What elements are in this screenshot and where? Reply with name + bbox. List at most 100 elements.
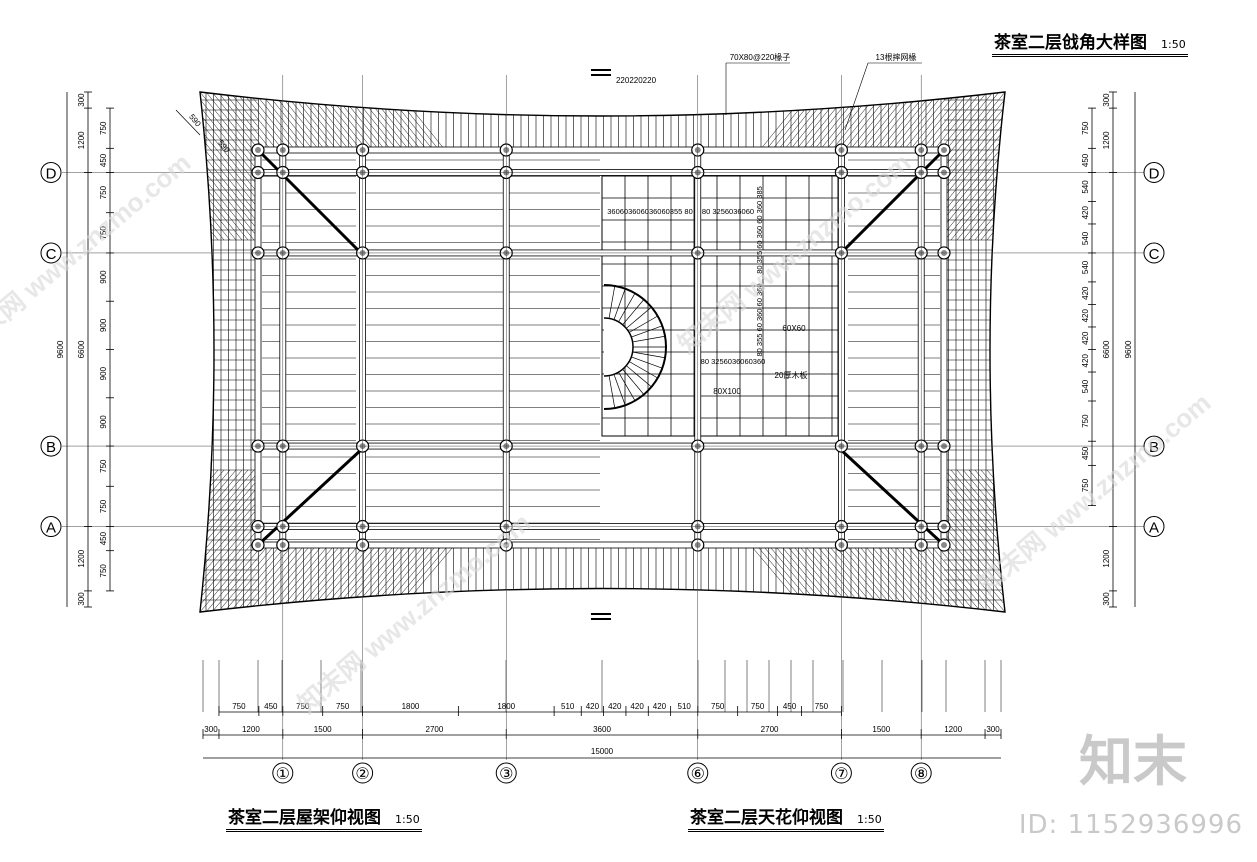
corner-rafter (968, 469, 1005, 612)
beam-vertical (254, 149, 262, 546)
dim-bottom-detail-label: 420 (586, 702, 600, 711)
title-text: 茶室二层天花仰视图 (690, 808, 843, 828)
dim-left-detail-label: 900 (99, 318, 108, 332)
caisson-rib (632, 335, 666, 343)
dim-bottom-detail-label: 420 (653, 702, 667, 711)
ceiling-grid-panel (601, 175, 839, 437)
dim-right-mid-label: 1200 (1102, 131, 1111, 149)
corner-rafter (932, 92, 1005, 241)
corner-rafter (200, 469, 219, 612)
corner-dim-line (175, 109, 201, 136)
dim-left-detail-label: 750 (99, 121, 108, 135)
caisson-rib (613, 374, 626, 406)
axis-label-5: ⑧ (914, 766, 928, 783)
column-core (941, 542, 947, 548)
corner-rafter (200, 469, 255, 612)
caisson-rib (625, 306, 652, 329)
dim-bottom-detail-label: 450 (264, 702, 278, 711)
axis-bubble (687, 762, 709, 784)
title-scale: 1:50 (857, 813, 882, 826)
dim-bottom-mid-label: 300 (986, 725, 1000, 734)
column-core (255, 542, 261, 548)
dim-bottom-mid-label: 300 (204, 725, 218, 734)
dim-left-detail-label: 750 (99, 499, 108, 513)
corner-rafter (200, 92, 273, 241)
dim-left-mid-label: 300 (77, 93, 86, 107)
axis-bubble (1143, 161, 1165, 183)
dim-left-mid-label: 6600 (77, 340, 86, 358)
corner-rafter (1004, 92, 1005, 241)
corner-rafter (962, 469, 1005, 612)
dim-right-mid-label: 300 (1102, 93, 1111, 107)
rafter-label: 70X80@220椽子 (730, 52, 791, 62)
dim-bottom-mid-label: 1500 (314, 725, 332, 734)
title-text: 茶室二层屋架仰视图 (228, 808, 381, 828)
caisson-rib (631, 356, 663, 369)
axis-label-0: ① (276, 766, 290, 783)
axis-label-B: B (46, 439, 56, 456)
dim-right-mid-label: 6600 (1102, 340, 1111, 358)
dim-left-detail-label: 900 (99, 270, 108, 284)
axis-bubble (40, 242, 62, 264)
dim-right-mid-label: 1200 (1102, 549, 1111, 567)
axis-bubble (830, 762, 852, 784)
dim-right-detail-label: 540 (1081, 379, 1090, 393)
caisson-rib (628, 361, 658, 379)
axis-bubble (495, 762, 517, 784)
dim-right-detail-label: 540 (1081, 231, 1090, 245)
corner-rafter (950, 469, 1005, 612)
hip-beam (256, 148, 364, 256)
axis-bubble (1143, 435, 1165, 457)
hip-beam (256, 447, 364, 547)
caisson-rib (613, 288, 626, 320)
axis-bubble (40, 516, 62, 538)
axis-label-B: B (1149, 439, 1159, 456)
hip-beam (838, 148, 946, 256)
dim-left-detail-label: 750 (99, 564, 108, 578)
corner-rafter (968, 92, 1005, 241)
corner-rafter (950, 92, 1005, 241)
dim-right-mid-label: 300 (1102, 592, 1111, 606)
dim-left-mid-label: 1200 (77, 131, 86, 149)
fan-rafter-label: 13根摔网椽 (876, 52, 917, 62)
title-text: 茶室二层戗角大样图 (994, 33, 1147, 53)
corner-rafter (200, 469, 249, 612)
dim-bottom-detail-label: 1800 (497, 702, 515, 711)
axis-bubble (272, 762, 294, 784)
dim-bottom-detail-label: 450 (783, 702, 797, 711)
corner-rafter (956, 469, 1005, 612)
axis-bubble (40, 161, 62, 183)
caisson-rib (608, 375, 616, 409)
dim-left-total-label: 9600 (56, 340, 65, 358)
corner-rafter (200, 469, 261, 612)
beam-size-label: 80X100 (713, 387, 741, 396)
dim-bottom-detail-label: 510 (561, 702, 575, 711)
dim-left-detail-label: 750 (99, 459, 108, 473)
dim-right-detail-label: 420 (1081, 308, 1090, 322)
axis-label-A: A (1149, 520, 1159, 537)
axis-label-D: D (1149, 165, 1160, 182)
corner-rafter (962, 92, 1005, 241)
caisson-rib (608, 285, 616, 319)
caisson-rib (628, 315, 658, 333)
caisson-rib (622, 299, 645, 326)
corner-rafter (944, 92, 1005, 241)
axis-label-2: ③ (499, 766, 513, 783)
dim-bottom-detail-label: 750 (232, 702, 246, 711)
watermark-text: 知末网 www.znzmo.com (972, 387, 1216, 599)
corner-rafter (200, 469, 201, 612)
dim-bottom-detail-label: 750 (711, 702, 725, 711)
dim-left-mid-label: 1200 (77, 549, 86, 567)
title-ceiling-plan: 茶室二层天花仰视图 1:50 (688, 803, 884, 832)
ceiling-dim-label: 80 3256036060360 (701, 357, 766, 366)
corner-rafter (932, 469, 1005, 612)
axis-label-4: ⑦ (834, 766, 848, 783)
corner-rafter (944, 469, 1005, 612)
dim-left-detail-label: 450 (99, 531, 108, 545)
dim-right-detail-label: 420 (1081, 331, 1090, 345)
dim-right-detail-label: 540 (1081, 180, 1090, 194)
caisson-rib (622, 368, 645, 395)
dim-right-detail-label: 450 (1081, 446, 1090, 460)
